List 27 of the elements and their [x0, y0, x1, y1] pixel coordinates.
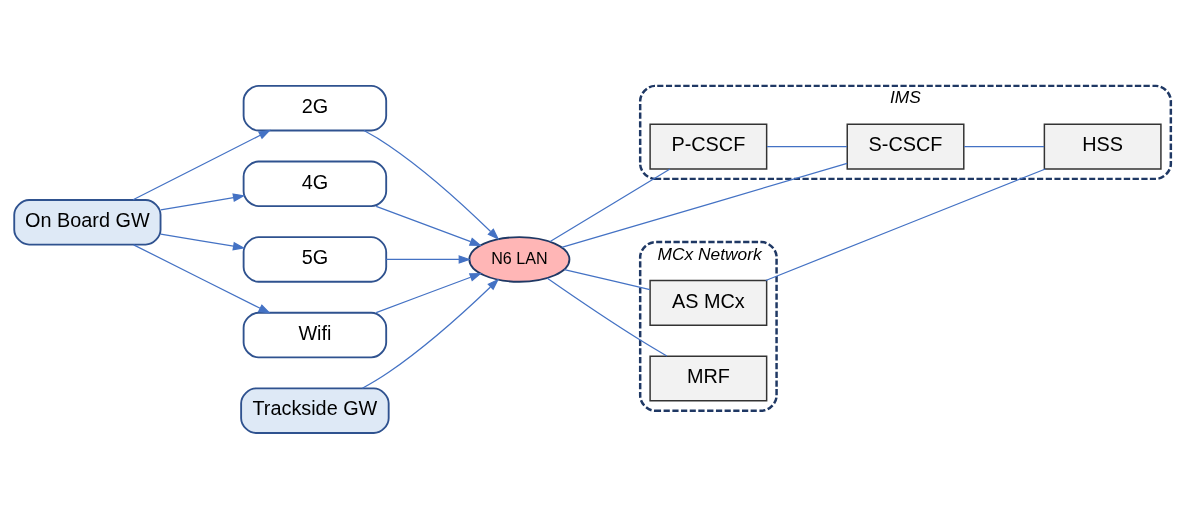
connector — [549, 168, 671, 243]
arrow — [133, 244, 271, 314]
node-box: 2G — [242, 84, 388, 132]
node-box: 5G — [242, 236, 388, 283]
node-box: MRF — [649, 355, 768, 402]
node-box: Wifi — [242, 311, 388, 359]
arrow — [375, 205, 482, 246]
arrow — [363, 129, 500, 241]
node-box: P-CSCF — [649, 123, 768, 170]
node-box: On Board GW — [13, 199, 162, 246]
connector — [765, 168, 1046, 282]
arrow — [132, 129, 271, 201]
connector — [766, 146, 848, 148]
connector — [563, 269, 651, 291]
arrow — [375, 272, 482, 314]
connector — [546, 277, 668, 357]
arrow — [160, 233, 246, 251]
arrow — [160, 193, 246, 211]
arrow — [385, 255, 472, 264]
connector — [963, 146, 1045, 148]
connector — [561, 162, 848, 248]
node-box: Trackside GW — [240, 387, 390, 434]
node-box: HSS — [1043, 123, 1162, 170]
node-box: AS MCx — [649, 279, 768, 326]
node-box: S-CSCF — [846, 123, 965, 170]
node-box: 4G — [242, 160, 388, 208]
arrow — [361, 278, 500, 389]
